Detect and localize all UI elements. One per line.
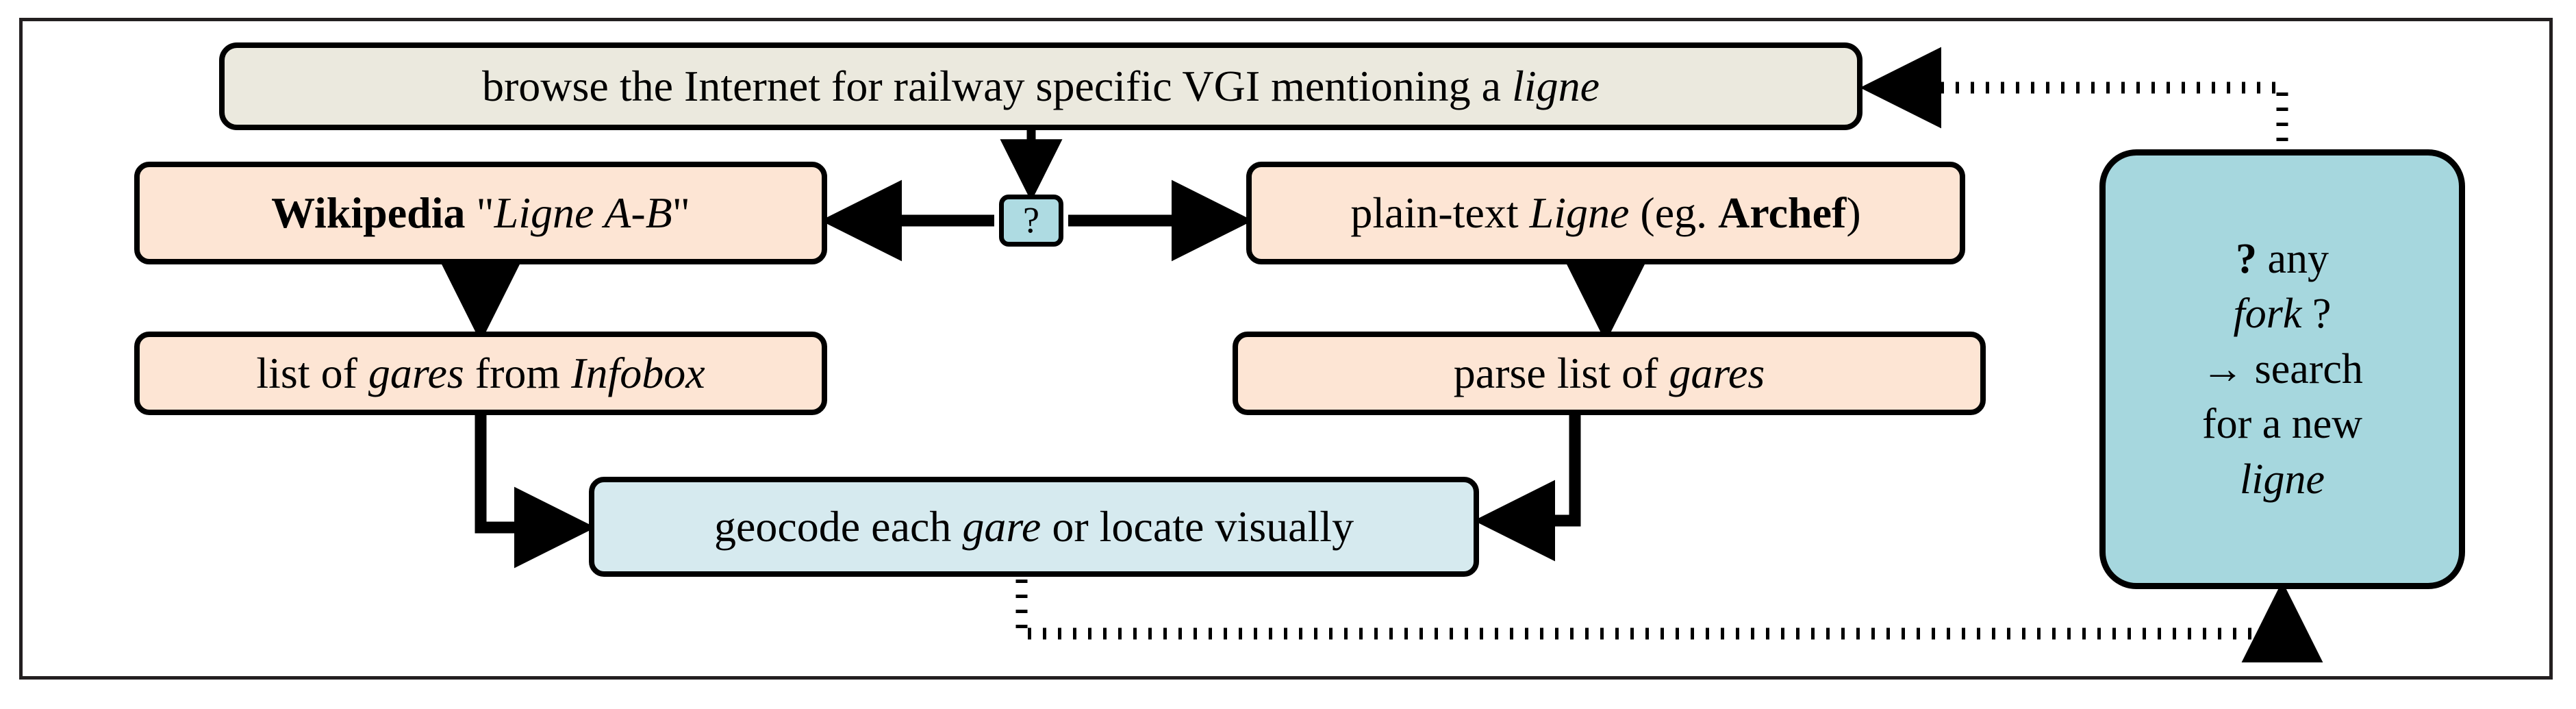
node-browse-label: browse the Internet for railway specific… bbox=[481, 62, 1600, 111]
node-plaintext[interactable]: plain-text Ligne (eg. Archef) bbox=[1246, 162, 1965, 264]
node-question-label: ? bbox=[1023, 199, 1039, 241]
node-list-of-gares-infobox[interactable]: list of gares from Infobox bbox=[134, 332, 827, 415]
node-wikipedia-label: Wikipedia "Ligne A-B" bbox=[271, 188, 690, 238]
node-parse-list-of-gares[interactable]: parse list of gares bbox=[1233, 332, 1986, 415]
node-geocode-label: geocode each gare or locate visually bbox=[714, 502, 1354, 551]
node-parse-label: parse list of gares bbox=[1453, 349, 1765, 398]
node-browse[interactable]: browse the Internet for railway specific… bbox=[219, 42, 1862, 130]
node-plaintext-label: plain-text Ligne (eg. Archef) bbox=[1350, 188, 1861, 238]
node-question-decision[interactable]: ? bbox=[999, 195, 1063, 247]
node-wikipedia[interactable]: Wikipedia "Ligne A-B" bbox=[134, 162, 827, 264]
node-infobox-label: list of gares from Infobox bbox=[256, 349, 705, 398]
node-geocode-gares[interactable]: geocode each gare or locate visually bbox=[589, 477, 1479, 577]
